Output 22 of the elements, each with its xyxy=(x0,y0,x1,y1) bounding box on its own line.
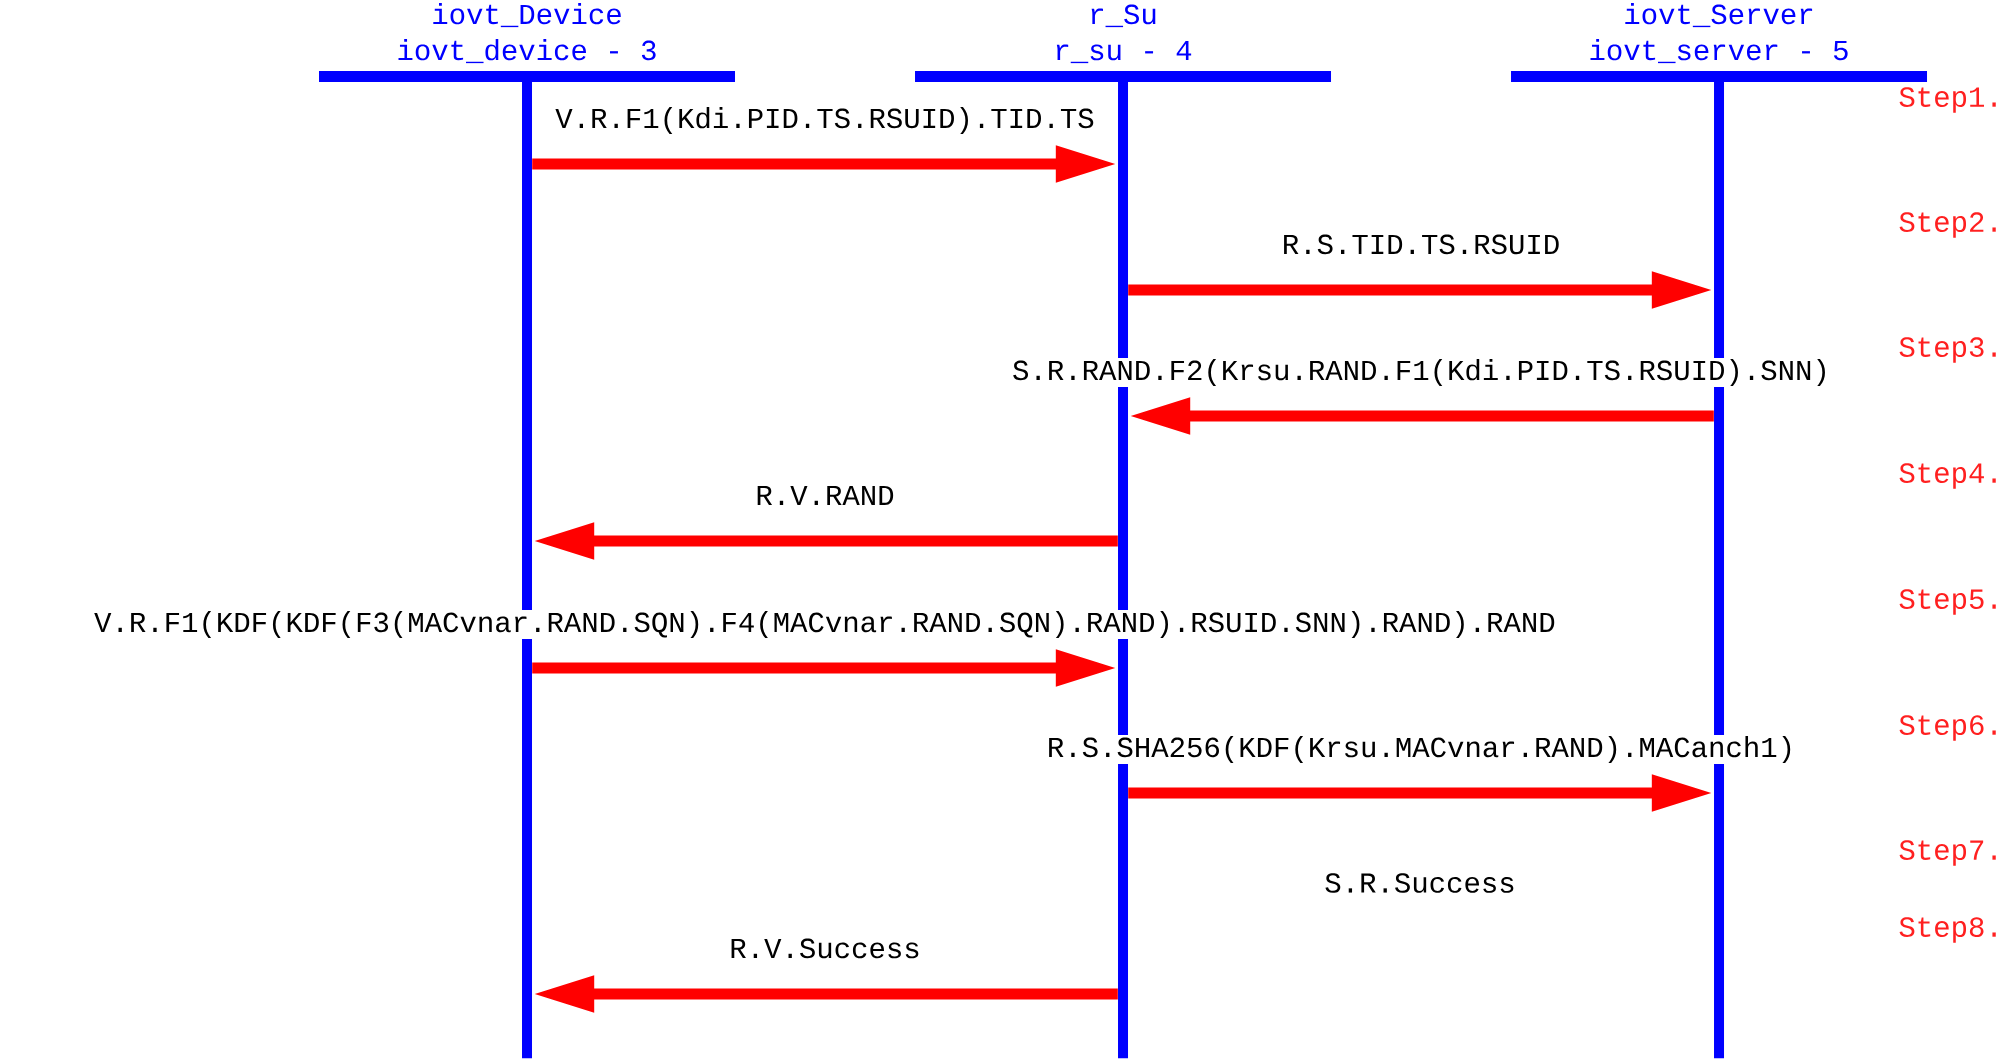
edge-label: V.R.F1(KDF(KDF(F3(MACvnar.RAND.SQN).F4(MACvnar.RAND.SQN).RAND).RSUID.SNN).RAND).RAND xyxy=(93,610,1557,640)
step-label: Step7. xyxy=(1899,840,1996,866)
step-label: Step4. xyxy=(1899,463,1996,489)
edge-label: R.S.TID.TS.RSUID xyxy=(1280,233,1562,256)
message-label: S.R.Success xyxy=(1325,873,1514,893)
edge-label: R.V.Success xyxy=(728,937,922,960)
node-label: iovt_device - 3 xyxy=(398,38,656,64)
node-label: iovt_Device xyxy=(433,2,621,28)
step-label: Step5. xyxy=(1899,589,1996,615)
edge-label: S.R.RAND.F2(Krsu.RAND.F1(Kdi.PID.TS.RSUID).SNN) xyxy=(1011,358,1831,388)
node-label: iovt_Server xyxy=(1625,2,1813,28)
node-label: r_su - 4 xyxy=(1056,40,1192,64)
node-label: iovt_server - 5 xyxy=(1590,38,1848,64)
step-label: Step2. xyxy=(1899,212,1996,238)
step-label: Step1. xyxy=(1899,87,1996,113)
edge-label: R.S.SHA256(KDF(Krsu.MACvnar.RAND).MACanch1) xyxy=(1045,735,1797,765)
edge-label: R.V.RAND xyxy=(754,484,896,506)
node-label: r_Su xyxy=(1091,4,1156,28)
step-label: Step6. xyxy=(1899,715,1996,741)
edge-label: V.R.F1(Kdi.PID.TS.RSUID).TID.TS xyxy=(554,106,1096,135)
step-label: Step3. xyxy=(1899,337,1996,363)
step-label: Step8. xyxy=(1899,917,1996,943)
